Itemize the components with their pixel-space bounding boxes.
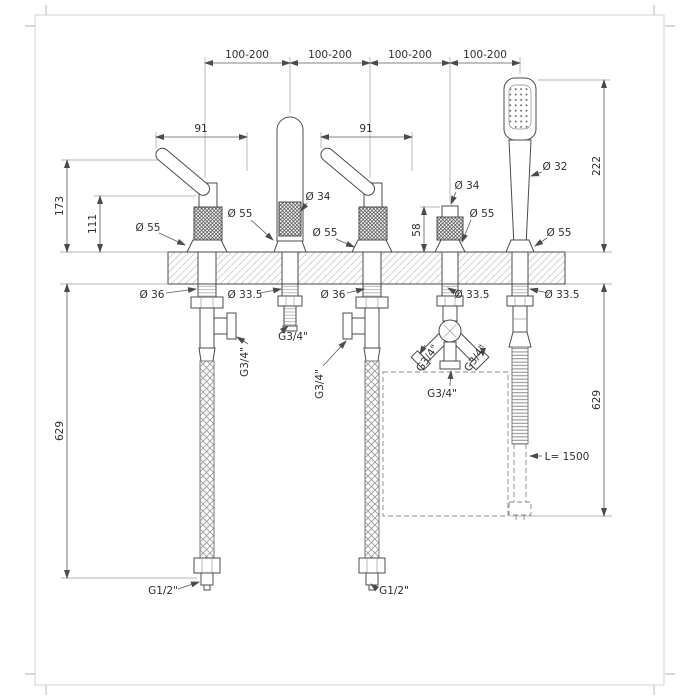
shower-hose	[511, 346, 529, 445]
callout-g34-handle-left: G3/4"	[236, 336, 251, 377]
callout-g34-handle-right: G3/4"	[314, 340, 347, 399]
deck-holes	[197, 252, 529, 284]
dim-span-3: 100-200	[388, 49, 432, 61]
spray-face	[508, 84, 532, 130]
callout-dia55-shower: Ø 55	[534, 227, 572, 247]
dim-depth-629-left: 629	[54, 283, 197, 579]
dim-height-111: 111	[87, 195, 196, 253]
dim-depth-left: 629	[54, 421, 66, 441]
handle-left	[152, 145, 237, 591]
label-g34-3: G3/4"	[314, 369, 326, 399]
hand-shower	[503, 77, 537, 522]
dim-depth-right: 629	[591, 390, 603, 410]
dim-height-shower: 222	[591, 156, 603, 176]
handle-right-body	[317, 145, 393, 591]
handle-left-outlet-port	[213, 312, 237, 340]
dim-lever-length-left: 91	[194, 123, 207, 135]
label-dia-335-1: Ø 33.5	[228, 289, 263, 301]
dim-height-lever-mid: 111	[87, 214, 99, 234]
handle-left-body	[152, 145, 228, 591]
label-dia-32: Ø 32	[543, 161, 568, 173]
label-g34-2: G3/4"	[278, 331, 308, 343]
dim-height-173: 173	[54, 159, 158, 253]
label-dia-55-4: Ø 55	[470, 208, 495, 220]
callout-dia36-handle-right: Ø 36	[321, 287, 365, 301]
label-dia-335-3: Ø 33.5	[545, 289, 580, 301]
label-dia-335-2: Ø 33.5	[455, 289, 490, 301]
diverter-arm-left	[410, 332, 449, 371]
label-dia-34-1: Ø 34	[306, 191, 331, 203]
diverter-arm-right	[451, 332, 490, 371]
callout-g12-right: G1/2"	[370, 583, 409, 597]
dim-lever-right: 91	[320, 123, 413, 171]
label-dia-36-2: Ø 36	[321, 289, 346, 301]
callout-dia335-shower: Ø 33.5	[529, 287, 580, 301]
callout-dia34-diverter: Ø 34	[450, 180, 480, 205]
callout-dia55-spout: Ø 55	[228, 208, 274, 241]
dim-height-lever: 173	[54, 196, 66, 216]
callout-dia36-handle-left: Ø 36	[140, 287, 197, 301]
spout	[273, 116, 307, 332]
callout-g34-spout: G3/4"	[278, 325, 308, 343]
callout-dia32-shower: Ø 32	[530, 161, 568, 177]
label-dia-55-5: Ø 55	[547, 227, 572, 239]
callout-dia55-diverter: Ø 55	[461, 208, 495, 243]
label-g12-2: G1/2"	[379, 585, 409, 597]
label-hose-length: L= 1500	[545, 451, 590, 463]
label-dia-55-3: Ø 55	[313, 227, 338, 239]
dim-height-diverter: 58	[411, 223, 423, 236]
callout-g34-diverter-bottom: G3/4"	[427, 370, 457, 400]
dim-top-chain: 100-200 100-200 100-200 100-200	[204, 49, 521, 202]
callout-dia335-diverter: Ø 33.5	[447, 287, 490, 301]
dim-span-1: 100-200	[225, 49, 269, 61]
dim-lever-length-right: 91	[359, 123, 372, 135]
dim-depth-629-right: 629	[510, 283, 612, 517]
label-dia-36-1: Ø 36	[140, 289, 165, 301]
diverter-port-bottom	[443, 341, 457, 362]
label-dia-34-2: Ø 34	[455, 180, 480, 192]
label-dia-55-2: Ø 55	[228, 208, 253, 220]
drawing-frame	[25, 5, 675, 695]
callout-dia34-spout: Ø 34	[300, 191, 331, 212]
label-g12-1: G1/2"	[148, 585, 178, 597]
label-dia-55-1: Ø 55	[136, 222, 161, 234]
handle-right-outlet-port	[342, 312, 366, 340]
dim-height-222: 222	[538, 79, 610, 253]
callout-dia55-handle-right: Ø 55	[313, 227, 355, 248]
label-g34-5: G3/4"	[427, 388, 457, 400]
dim-height-58: 58	[411, 206, 440, 253]
handle-right	[317, 145, 393, 591]
callout-dia335-spout: Ø 33.5	[228, 287, 282, 301]
diverter	[410, 205, 490, 371]
dashed-outline-box	[382, 371, 509, 517]
mounting-deck	[60, 251, 612, 285]
dim-lever-left: 91	[155, 123, 248, 171]
callout-dia55-handle-left: Ø 55	[136, 222, 186, 246]
callout-g12-left: G1/2"	[148, 581, 200, 597]
dim-span-2: 100-200	[308, 49, 352, 61]
dim-span-4: 100-200	[463, 49, 507, 61]
label-g34-1: G3/4"	[239, 347, 251, 377]
callout-hose-length: L= 1500	[529, 451, 590, 463]
hand-shower-handle	[508, 139, 532, 247]
